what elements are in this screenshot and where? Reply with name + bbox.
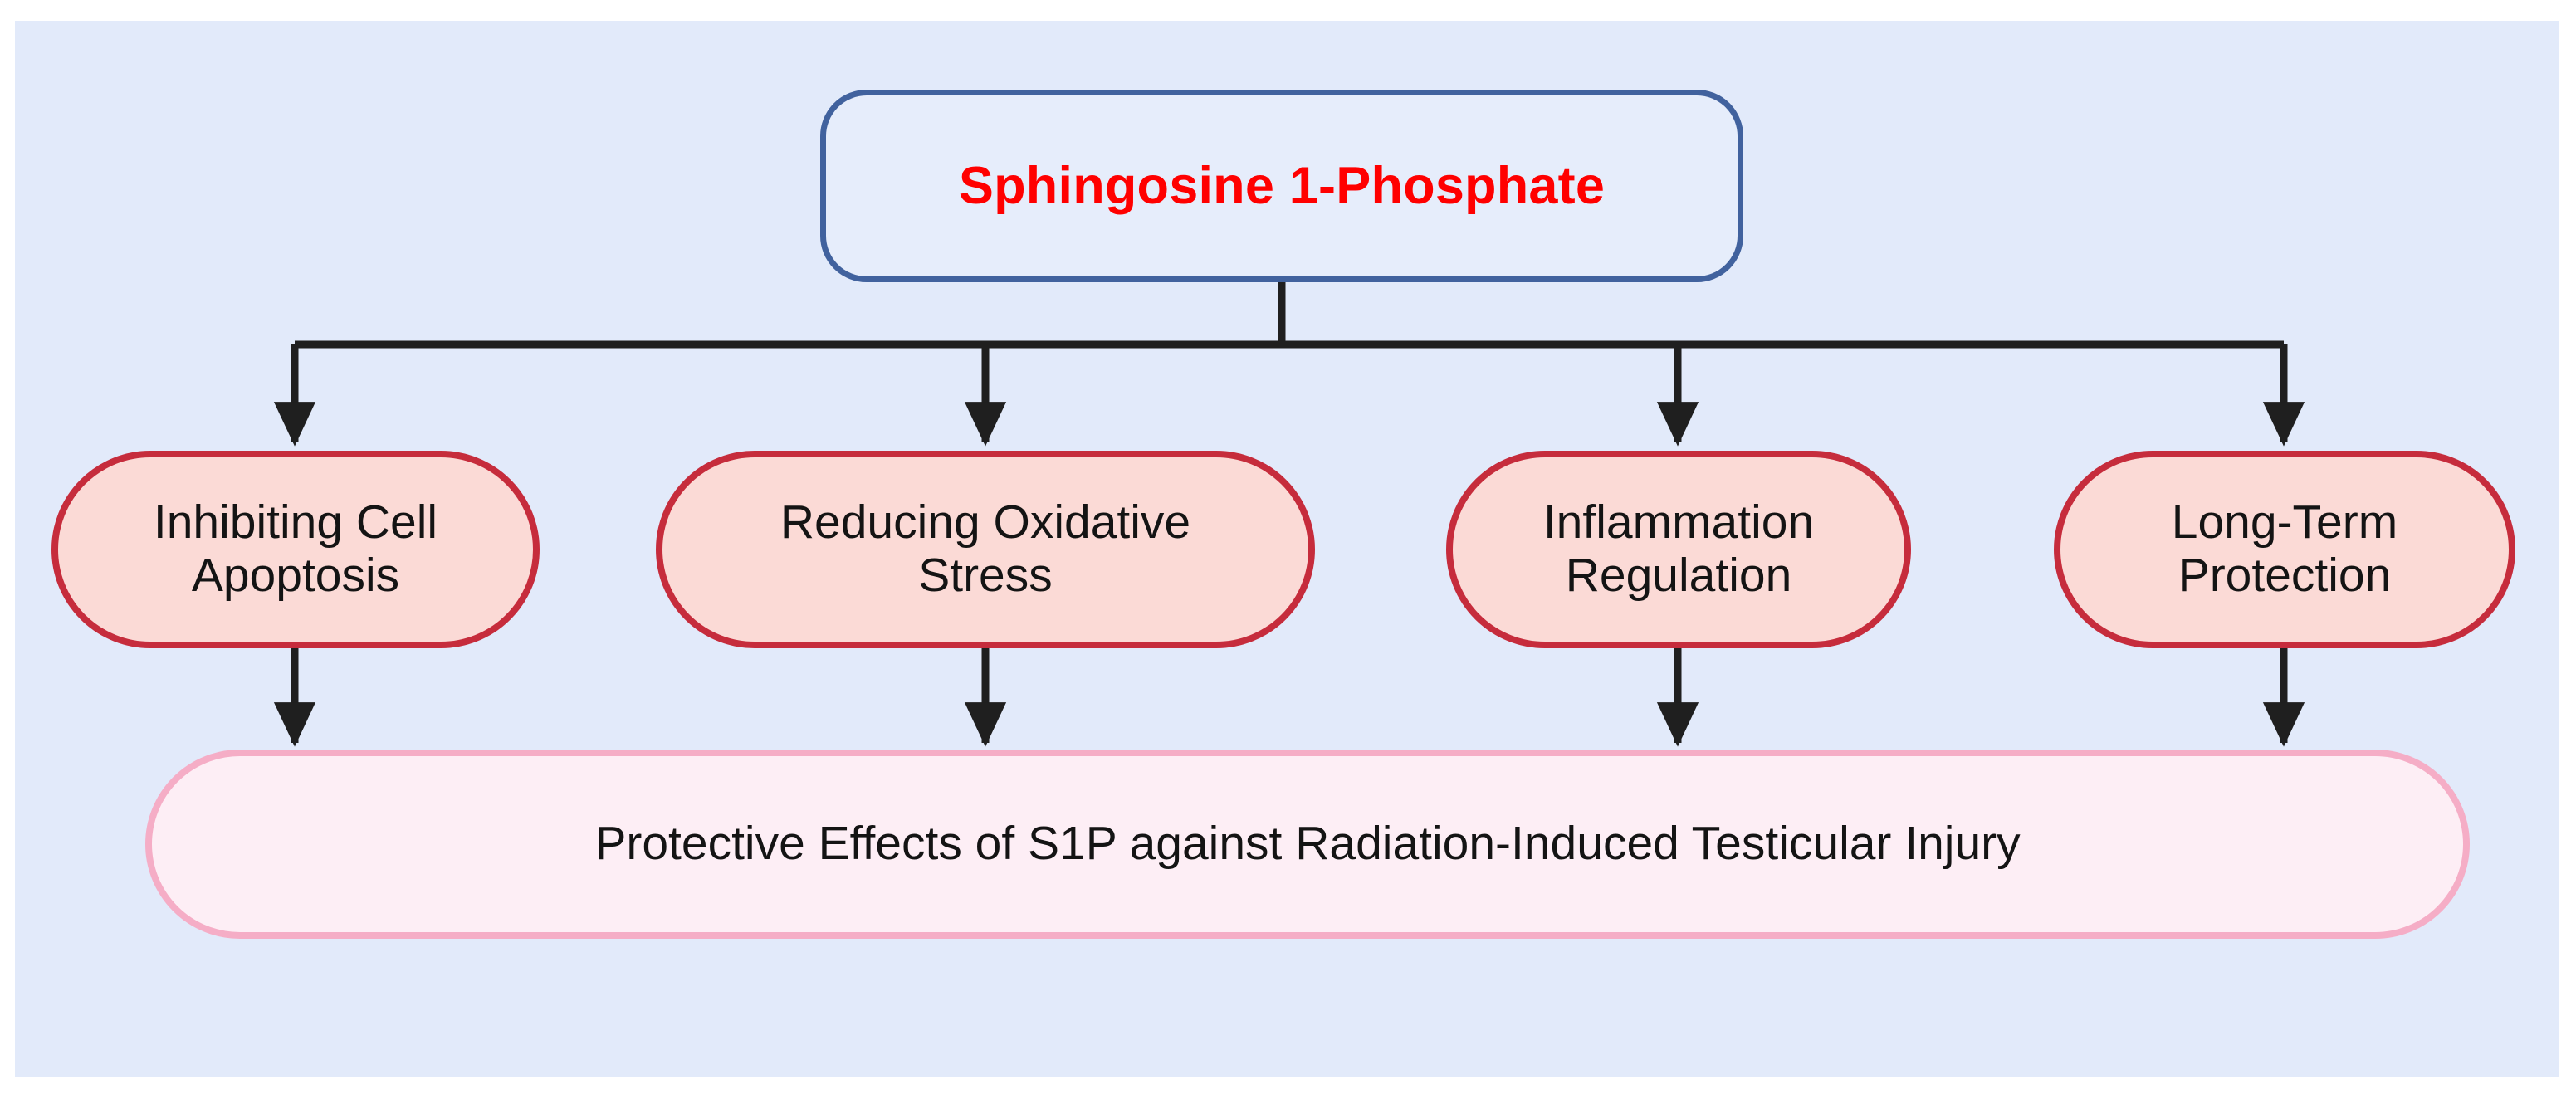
node-inflammation-regulation[interactable]: Inflammation Regulation <box>1446 451 1911 648</box>
node-label-root: Sphingosine 1-Phosphate <box>958 156 1606 215</box>
node-label-longterm: Long-Term Protection <box>2171 496 2398 602</box>
node-inhibiting-cell-apoptosis[interactable]: Inhibiting Cell Apoptosis <box>51 451 540 648</box>
node-sphingosine-1-phosphate[interactable]: Sphingosine 1-Phosphate <box>820 90 1743 282</box>
node-label-apoptosis: Inhibiting Cell Apoptosis <box>153 496 438 602</box>
node-reducing-oxidative-stress[interactable]: Reducing Oxidative Stress <box>656 451 1315 648</box>
node-long-term-protection[interactable]: Long-Term Protection <box>2054 451 2515 648</box>
node-label-outcome: Protective Effects of S1P against Radiat… <box>594 817 2021 871</box>
node-label-inflammation: Inflammation Regulation <box>1542 496 1815 602</box>
node-protective-effects-outcome[interactable]: Protective Effects of S1P against Radiat… <box>145 750 2470 939</box>
node-label-oxidative: Reducing Oxidative Stress <box>780 496 1191 602</box>
